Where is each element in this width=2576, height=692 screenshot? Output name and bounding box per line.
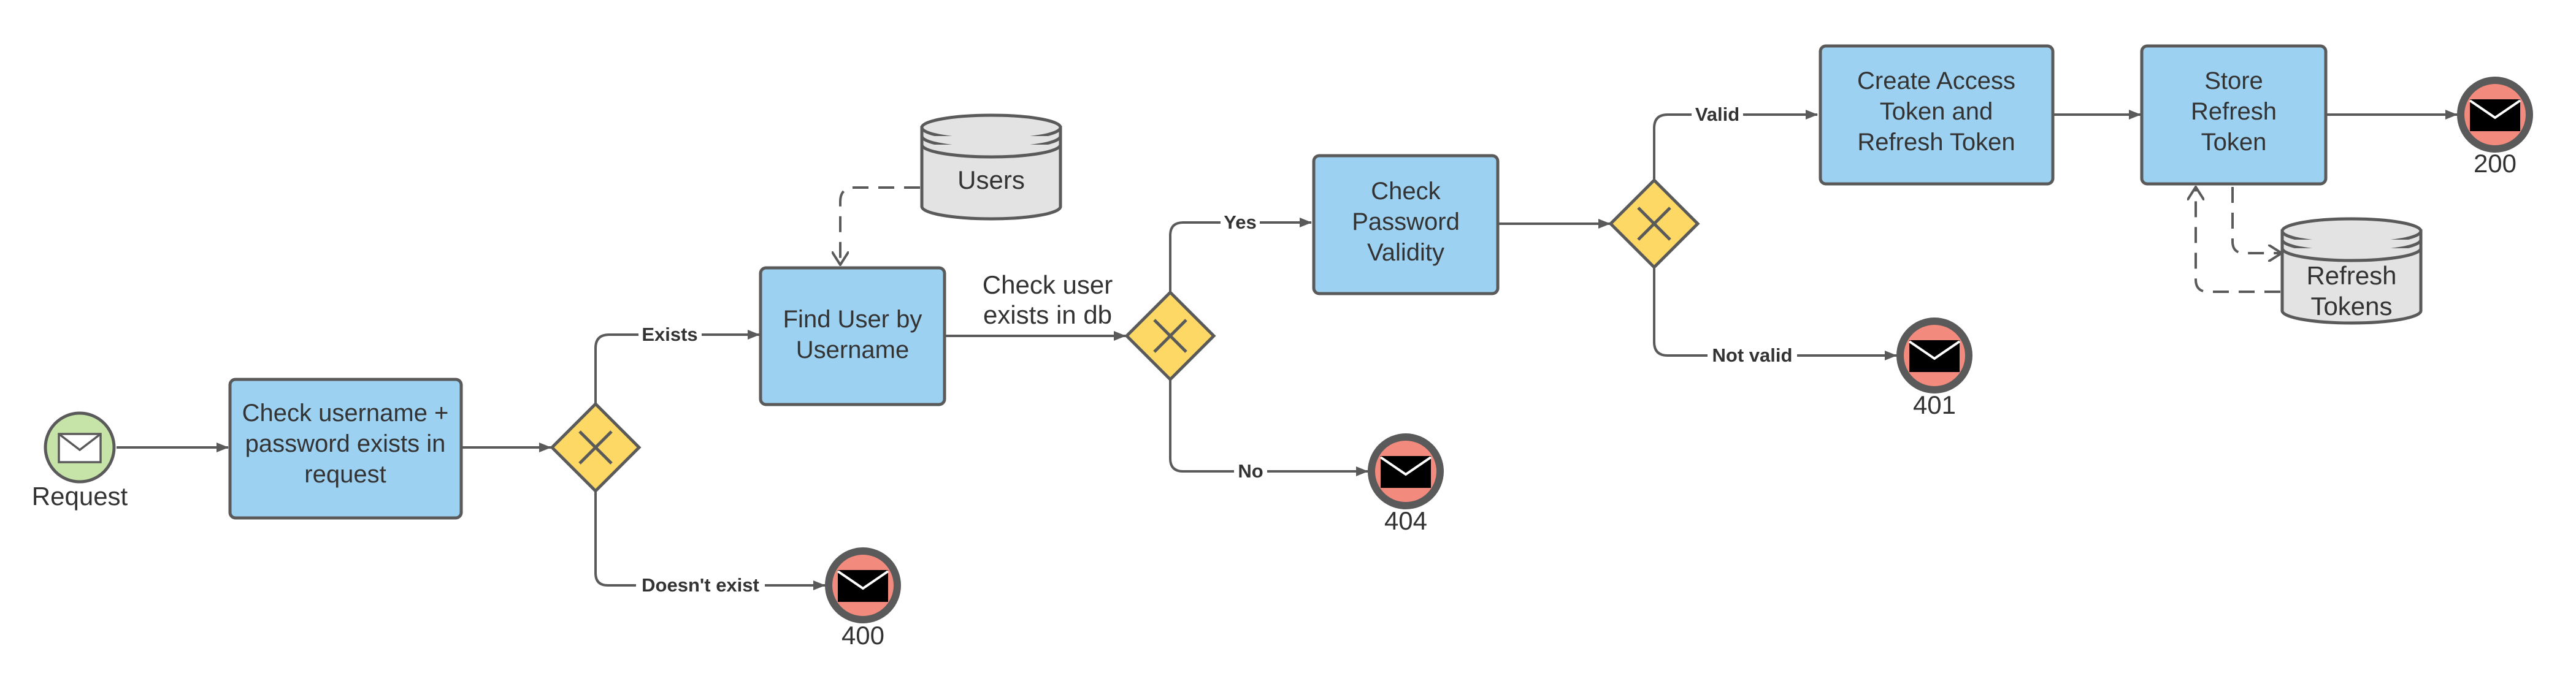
task-create-tokens-line-2: Token and: [1880, 98, 1993, 125]
task-store-token-line-1: Store: [2204, 67, 2263, 94]
envelope-filled-icon: [2469, 99, 2521, 131]
task-find-user-line-1: Find User by: [783, 306, 922, 333]
task-check-password: Check Password Validity: [1312, 154, 1500, 295]
data-associations: [840, 186, 2282, 293]
flow-doesnt-exist: [594, 491, 826, 590]
envelope-icon: [58, 433, 102, 463]
envelope-filled-icon: [837, 570, 889, 602]
flow-valid: [1653, 110, 1818, 180]
envelope-filled-icon: [1379, 456, 1432, 488]
x-icon: [1153, 319, 1187, 353]
envelope-filled-icon: [1908, 340, 1961, 372]
gateway-user-found: [1124, 290, 1216, 382]
datastore-refresh-tokens-line-1: Refresh: [2306, 261, 2396, 290]
edge-label-valid: Valid: [1695, 104, 1739, 125]
edge-label-no: No: [1238, 460, 1263, 482]
end-event-404-label: 404: [1384, 506, 1427, 535]
association-users-to-find-user: [840, 186, 920, 265]
task-check-password-line-3: Validity: [1367, 239, 1444, 266]
edge-labels: Exists Doesn't exist Yes No Valid Not va…: [636, 103, 1797, 597]
flow-no: [1169, 379, 1368, 476]
task-check-password-line-2: Password: [1352, 208, 1460, 235]
flow-yes: [1169, 218, 1312, 292]
task-store-token-line-3: Token: [2201, 129, 2267, 156]
end-event-401-label: 401: [1913, 390, 1956, 419]
annotation-check-user-line-2: exists in db: [983, 300, 1112, 329]
datastore-users-label: Users: [957, 165, 1025, 194]
task-check-request-line-3: request: [304, 461, 386, 488]
task-check-password-line-1: Check: [1371, 178, 1441, 205]
end-event-400: [825, 547, 901, 623]
end-event-200: [2457, 77, 2533, 153]
edge-label-not-valid: Not valid: [1712, 344, 1793, 366]
start-event-label: Request: [32, 482, 128, 511]
sequence-flows: [117, 110, 2458, 590]
datastore-users: Users: [920, 113, 1062, 221]
task-create-tokens-line-1: Create Access: [1857, 67, 2015, 94]
task-create-tokens-line-3: Refresh Token: [1857, 129, 2015, 156]
end-event-400-label: 400: [841, 621, 884, 650]
datastore-refresh-tokens: Refresh Tokens: [2280, 217, 2423, 325]
start-event: [44, 411, 116, 484]
task-check-request: Check username + password exists in requ…: [228, 378, 463, 520]
end-event-401: [1896, 317, 1972, 394]
flow-not-valid: [1653, 267, 1897, 360]
task-check-request-line-2: password exists in: [245, 430, 446, 457]
x-icon: [578, 430, 613, 465]
task-find-user-line-2: Username: [796, 336, 910, 363]
end-event-200-label: 200: [2474, 149, 2517, 178]
association-store-to-refresh-tokens: [2231, 187, 2282, 253]
annotation-check-user-line-1: Check user: [983, 270, 1113, 299]
task-store-token-line-2: Refresh: [2191, 98, 2277, 125]
end-event-404: [1368, 433, 1444, 509]
edge-label-doesnt-exist: Doesn't exist: [642, 574, 759, 596]
edge-label-exists: Exists: [642, 324, 697, 345]
task-create-tokens: Create Access Token and Refresh Token: [1819, 44, 2055, 186]
datastore-refresh-tokens-line-2: Tokens: [2310, 292, 2392, 321]
flow-exists: [594, 330, 760, 404]
gateway-password-valid: [1608, 178, 1700, 270]
task-find-user: Find User by Username: [759, 266, 946, 406]
task-store-token: Store Refresh Token: [2140, 44, 2328, 186]
association-refresh-tokens-to-store: [2196, 187, 2280, 293]
x-icon: [1637, 207, 1671, 241]
task-check-request-line-1: Check username +: [242, 400, 449, 427]
gateway-username-exists: [550, 401, 642, 493]
edge-label-yes: Yes: [1224, 211, 1256, 233]
